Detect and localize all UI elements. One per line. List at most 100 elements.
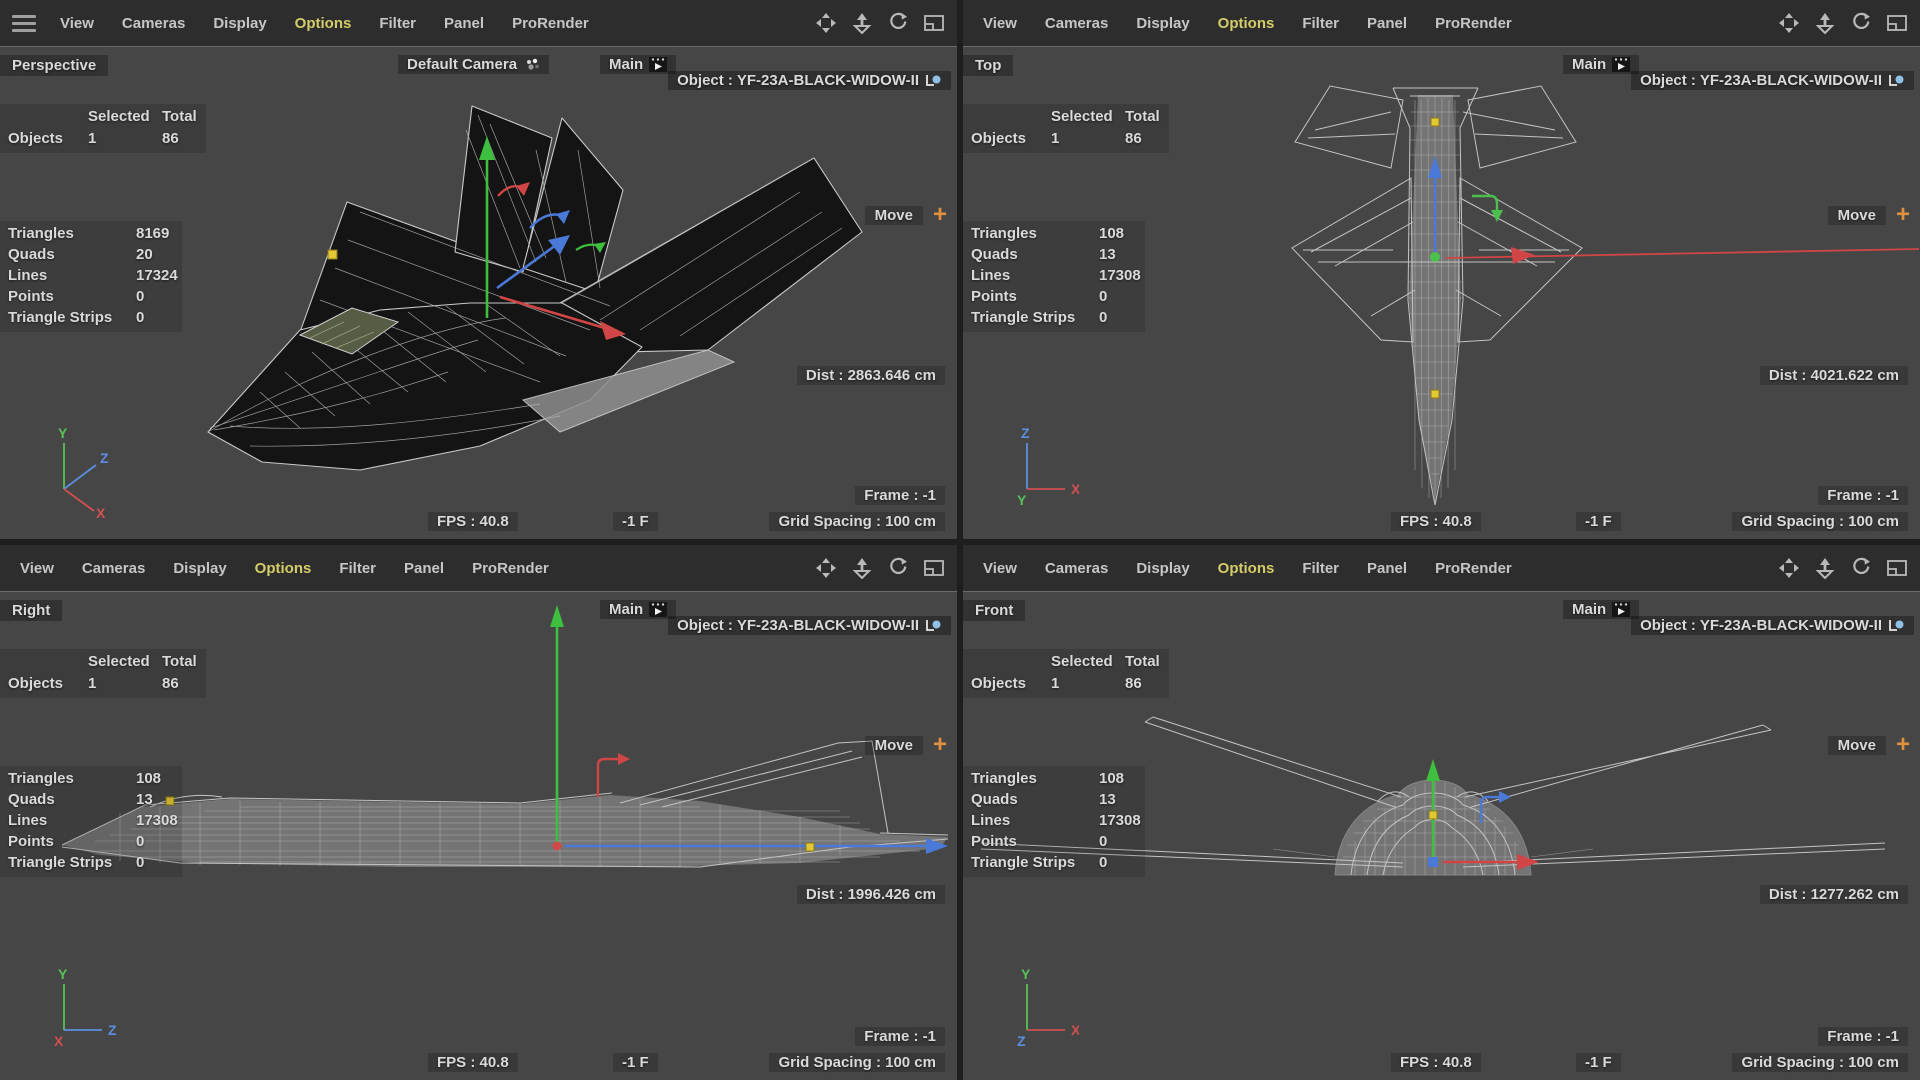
toggle-active-view-icon[interactable] xyxy=(1886,557,1908,579)
main-label: Main xyxy=(1572,601,1607,618)
pan-view-icon[interactable] xyxy=(815,557,837,579)
menu-panel[interactable]: Panel xyxy=(444,14,485,32)
camera-dropdown[interactable]: Default Camera xyxy=(398,55,550,74)
camera-distance: Dist : 1277.262 cm xyxy=(1759,885,1908,904)
frame-readout: Frame : -1 xyxy=(855,486,945,505)
main-label: Main xyxy=(1572,56,1607,73)
selection-point[interactable] xyxy=(1430,389,1440,399)
dolly-zoom-icon[interactable] xyxy=(1814,12,1836,34)
menu-view[interactable]: View xyxy=(20,559,54,577)
move-gizmo[interactable] xyxy=(1426,759,1539,870)
dolly-zoom-icon[interactable] xyxy=(851,12,873,34)
selection-point[interactable] xyxy=(327,249,338,260)
menu-cameras[interactable]: Cameras xyxy=(81,559,146,577)
active-tool-readout: Move + xyxy=(1827,733,1910,757)
selection-point[interactable] xyxy=(1428,810,1438,820)
view-label: Perspective xyxy=(0,55,109,76)
menu-filter[interactable]: Filter xyxy=(1302,14,1340,32)
menu-options[interactable]: Options xyxy=(1217,559,1275,577)
main-camera-menu[interactable]: Main xyxy=(600,600,677,619)
menu-options[interactable]: Options xyxy=(294,14,352,32)
menu-filter[interactable]: Filter xyxy=(379,14,417,32)
wireframe-model-right[interactable] xyxy=(0,591,957,1080)
menu-display[interactable]: Display xyxy=(213,14,267,32)
pan-view-icon[interactable] xyxy=(1778,12,1800,34)
wireframe-model-top[interactable] xyxy=(963,46,1920,539)
menu-display[interactable]: Display xyxy=(173,559,227,577)
object-tag-icon xyxy=(926,620,941,631)
wireframe-model-front[interactable] xyxy=(963,591,1920,1080)
main-camera-menu[interactable]: Main xyxy=(600,55,677,74)
menu-prorender[interactable]: ProRender xyxy=(472,559,549,577)
pan-view-icon[interactable] xyxy=(815,12,837,34)
dolly-zoom-icon[interactable] xyxy=(1814,557,1836,579)
menu-prorender[interactable]: ProRender xyxy=(1435,559,1512,577)
active-tool-readout: Move + xyxy=(864,733,947,757)
rotate-view-icon[interactable] xyxy=(1850,12,1872,34)
viewport-top: View Cameras Display Options Filter Pane… xyxy=(963,0,1920,539)
menu-panel[interactable]: Panel xyxy=(1367,559,1408,577)
frame-readout: Frame : -1 xyxy=(1818,1027,1908,1046)
menu-display[interactable]: Display xyxy=(1136,14,1190,32)
move-plus-icon: + xyxy=(932,201,947,228)
objects-selected-count: 1 xyxy=(88,130,97,147)
selection-point[interactable] xyxy=(165,796,175,806)
frame-short-readout: -1 F xyxy=(613,512,658,531)
object-name-label: Object : YF-23A-BLACK-WIDOW-II xyxy=(677,72,919,89)
selection-point[interactable] xyxy=(805,842,815,852)
menu-options[interactable]: Options xyxy=(1217,14,1275,32)
main-camera-menu[interactable]: Main xyxy=(1563,600,1640,619)
selection-point[interactable] xyxy=(1430,117,1440,127)
selected-object-readout: Object : YF-23A-BLACK-WIDOW-II xyxy=(668,71,951,90)
main-camera-menu[interactable]: Main xyxy=(1563,55,1640,74)
camera-distance: Dist : 2863.646 cm xyxy=(796,366,945,385)
menu-options[interactable]: Options xyxy=(254,559,312,577)
rotate-view-icon[interactable] xyxy=(887,557,909,579)
total-header: Total xyxy=(162,108,197,125)
menu-cameras[interactable]: Cameras xyxy=(1044,14,1109,32)
viewport-menubar: View Cameras Display Options Filter Pane… xyxy=(0,0,957,47)
camera-distance: Dist : 1996.426 cm xyxy=(796,885,945,904)
toggle-active-view-icon[interactable] xyxy=(923,12,945,34)
menu-panel[interactable]: Panel xyxy=(1367,14,1408,32)
hamburger-menu-icon[interactable] xyxy=(12,14,36,32)
move-gizmo[interactable] xyxy=(550,605,948,854)
object-name-label: Object : YF-23A-BLACK-WIDOW-II xyxy=(677,617,919,634)
toggle-active-view-icon[interactable] xyxy=(1886,12,1908,34)
svg-text:X: X xyxy=(1071,481,1079,497)
menu-display[interactable]: Display xyxy=(1136,559,1190,577)
svg-text:Y: Y xyxy=(58,425,68,441)
menu-cameras[interactable]: Cameras xyxy=(1044,559,1109,577)
menu-view[interactable]: View xyxy=(983,14,1017,32)
menu-view[interactable]: View xyxy=(60,14,94,32)
menu-filter[interactable]: Filter xyxy=(1302,559,1340,577)
move-gizmo[interactable] xyxy=(1428,156,1920,264)
menu-filter[interactable]: Filter xyxy=(339,559,377,577)
animation-clapper-icon xyxy=(1612,57,1631,72)
main-label: Main xyxy=(609,601,644,618)
menu-panel[interactable]: Panel xyxy=(404,559,445,577)
toggle-active-view-icon[interactable] xyxy=(923,557,945,579)
frame-readout: Frame : -1 xyxy=(855,1027,945,1046)
object-tag-icon xyxy=(1889,75,1904,86)
menu-cameras[interactable]: Cameras xyxy=(121,14,186,32)
menu-view[interactable]: View xyxy=(983,559,1017,577)
frame-short-readout: -1 F xyxy=(1576,512,1621,531)
active-tool-readout: Move + xyxy=(864,201,947,228)
viewport-menubar: View Cameras Display Options Filter Pane… xyxy=(963,0,1920,47)
axis-orientation-gizmo: Z X Y xyxy=(1017,425,1079,508)
grid-spacing-readout: Grid Spacing : 100 cm xyxy=(1732,1053,1908,1072)
svg-text:Y: Y xyxy=(58,966,68,982)
viewport-divider-horizontal[interactable] xyxy=(0,539,1920,545)
dolly-zoom-icon[interactable] xyxy=(851,557,873,579)
rotate-view-icon[interactable] xyxy=(887,12,909,34)
menu-prorender[interactable]: ProRender xyxy=(512,14,589,32)
svg-text:X: X xyxy=(96,505,106,519)
move-gizmo[interactable] xyxy=(479,136,626,340)
wireframe-model-perspective[interactable] xyxy=(0,46,957,539)
rotate-view-icon[interactable] xyxy=(1850,557,1872,579)
menu-prorender[interactable]: ProRender xyxy=(1435,14,1512,32)
pan-view-icon[interactable] xyxy=(1778,557,1800,579)
